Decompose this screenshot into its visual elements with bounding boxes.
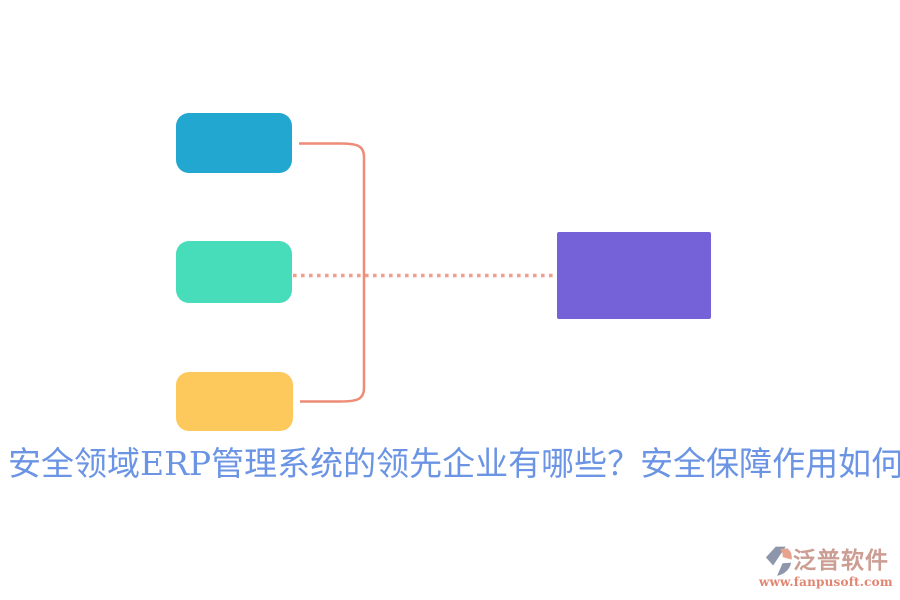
node-middle-left xyxy=(176,241,292,303)
watermark: 泛普软件 www.fanpusoft.com xyxy=(759,545,893,589)
fanpu-logo-icon xyxy=(765,546,792,576)
watermark-url: www.fanpusoft.com xyxy=(759,575,893,589)
watermark-brand-row: 泛普软件 xyxy=(759,545,889,577)
node-right xyxy=(557,232,711,319)
watermark-brand: 泛普软件 xyxy=(793,547,889,575)
caption-title: 安全领域ERP管理系统的领先企业有哪些？安全保障作用如何？ xyxy=(8,444,900,483)
node-bottom-left xyxy=(176,372,293,431)
connector-bracket-line xyxy=(299,142,366,403)
node-top-left xyxy=(176,113,292,173)
